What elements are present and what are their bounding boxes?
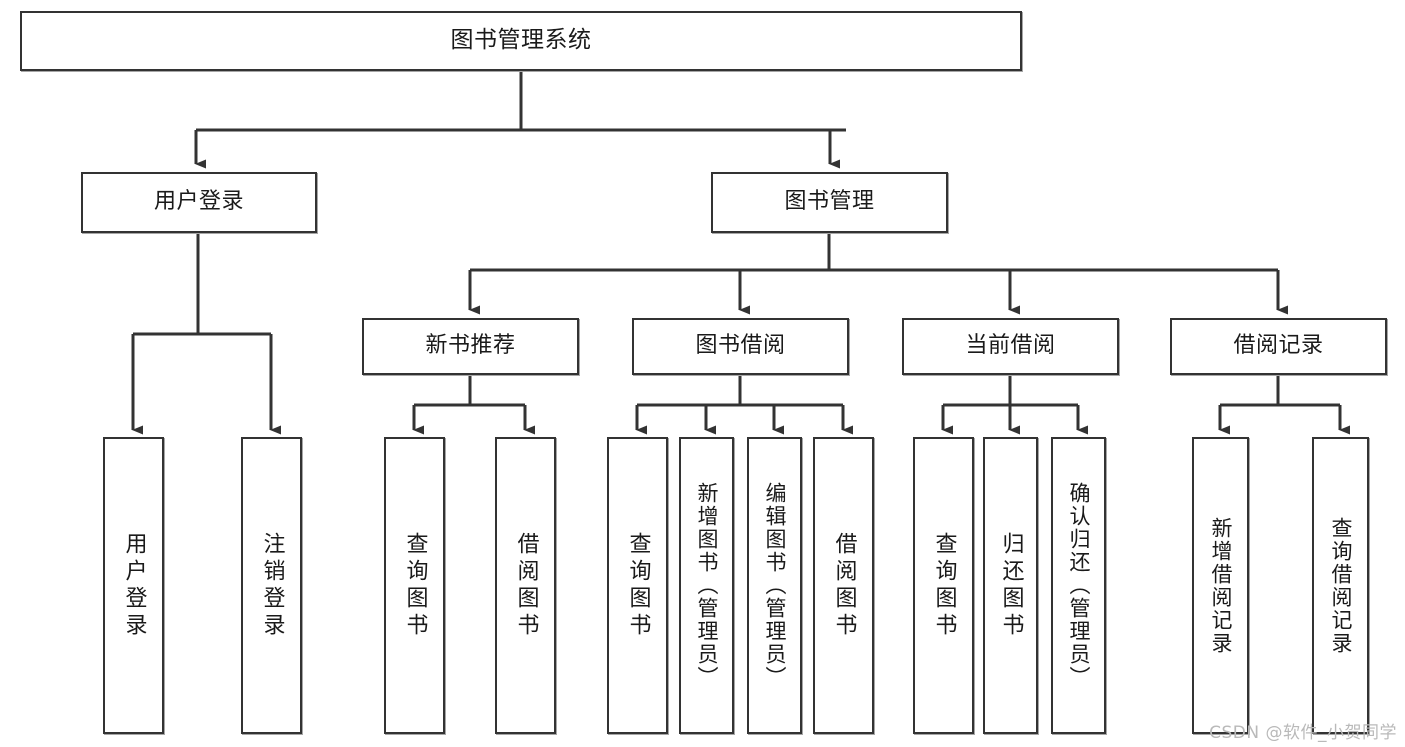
node-borrow-record[interactable]: 借阅记录: [1170, 318, 1387, 375]
node-label: 归还图书: [998, 531, 1024, 640]
node-book-management[interactable]: 图书管理: [711, 172, 948, 233]
node-label: 图书管理系统: [450, 27, 592, 54]
watermark-text: CSDN @软件_小贺同学: [1209, 723, 1397, 743]
node-label: 用户登录: [121, 531, 147, 640]
node-label: 查询图书: [931, 531, 957, 640]
leaf-add-borrow-record[interactable]: 新增借阅记录: [1192, 437, 1249, 734]
node-new-book-recommend[interactable]: 新书推荐: [362, 318, 579, 375]
node-label: 注销登录: [259, 531, 285, 640]
leaf-edit-book-admin[interactable]: 编辑图书（管理员）: [747, 437, 802, 734]
leaf-add-book-admin[interactable]: 新增图书（管理员）: [679, 437, 734, 734]
node-user-login[interactable]: 用户登录: [81, 172, 317, 233]
node-label: 新书推荐: [425, 333, 516, 359]
leaf-query-book-recommend[interactable]: 查询图书: [384, 437, 445, 734]
node-label: 借阅图书: [831, 531, 857, 640]
leaf-query-book-borrow[interactable]: 查询图书: [607, 437, 668, 734]
node-label: 新增借阅记录: [1209, 516, 1233, 655]
node-book-borrow[interactable]: 图书借阅: [632, 318, 849, 375]
leaf-logout[interactable]: 注销登录: [241, 437, 302, 734]
leaf-borrow-book-borrow[interactable]: 借阅图书: [813, 437, 874, 734]
node-label: 新增图书（管理员）: [695, 482, 719, 689]
node-root-system[interactable]: 图书管理系统: [20, 11, 1022, 71]
node-label: 查询图书: [402, 531, 428, 640]
node-label: 借阅图书: [513, 531, 539, 640]
node-label: 图书借阅: [695, 333, 786, 359]
node-label: 确认归还（管理员）: [1067, 482, 1091, 689]
leaf-query-borrow-record[interactable]: 查询借阅记录: [1312, 437, 1369, 734]
node-label: 当前借阅: [965, 333, 1056, 359]
node-label: 查询图书: [625, 531, 651, 640]
leaf-return-book[interactable]: 归还图书: [983, 437, 1038, 734]
node-label: 查询借阅记录: [1329, 516, 1353, 655]
leaf-query-book-current[interactable]: 查询图书: [913, 437, 974, 734]
node-label: 借阅记录: [1233, 333, 1324, 359]
leaf-user-login[interactable]: 用户登录: [103, 437, 164, 734]
node-label: 用户登录: [153, 189, 244, 215]
leaf-borrow-book-recommend[interactable]: 借阅图书: [495, 437, 556, 734]
node-label: 图书管理: [784, 189, 875, 215]
leaf-confirm-return-admin[interactable]: 确认归还（管理员）: [1051, 437, 1106, 734]
node-current-borrow[interactable]: 当前借阅: [902, 318, 1119, 375]
node-label: 编辑图书（管理员）: [763, 482, 787, 689]
